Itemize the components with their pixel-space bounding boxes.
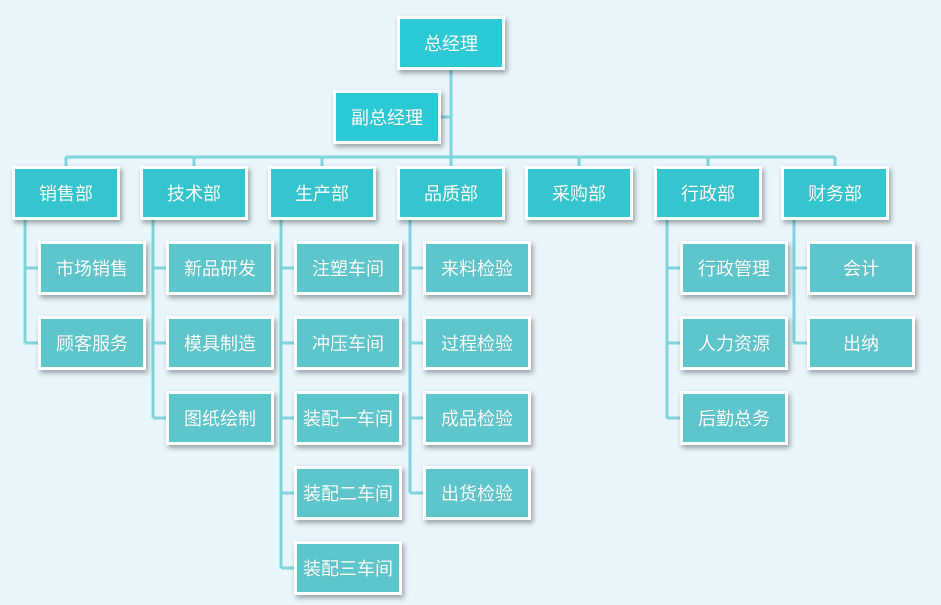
node-general-manager: 总经理 bbox=[397, 16, 505, 70]
node-department: 生产部 bbox=[268, 166, 376, 220]
node-label: 出货检验 bbox=[441, 484, 513, 505]
node-label: 销售部 bbox=[39, 184, 93, 205]
node-sub-unit: 图纸绘制 bbox=[166, 391, 274, 445]
node-department: 品质部 bbox=[397, 166, 505, 220]
node-label: 会计 bbox=[843, 259, 879, 280]
node-label: 新品研发 bbox=[184, 259, 256, 280]
node-sub-unit: 顾客服务 bbox=[38, 316, 146, 370]
node-label: 图纸绘制 bbox=[184, 409, 256, 430]
node-label: 出纳 bbox=[843, 334, 879, 355]
node-sub-unit: 新品研发 bbox=[166, 241, 274, 295]
node-sub-unit: 后勤总务 bbox=[680, 391, 788, 445]
node-department: 行政部 bbox=[654, 166, 762, 220]
node-label: 品质部 bbox=[424, 184, 478, 205]
node-sub-unit: 冲压车间 bbox=[294, 316, 402, 370]
node-sub-unit: 模具制造 bbox=[166, 316, 274, 370]
node-sub-unit: 市场销售 bbox=[38, 241, 146, 295]
node-sub-unit: 装配二车间 bbox=[294, 466, 402, 520]
node-label: 过程检验 bbox=[441, 334, 513, 355]
node-sub-unit: 来料检验 bbox=[423, 241, 531, 295]
node-label: 成品检验 bbox=[441, 409, 513, 430]
node-department: 销售部 bbox=[12, 166, 120, 220]
node-label: 顾客服务 bbox=[56, 334, 128, 355]
node-label: 后勤总务 bbox=[698, 409, 770, 430]
node-sub-unit: 人力资源 bbox=[680, 316, 788, 370]
node-label: 冲压车间 bbox=[312, 334, 384, 355]
node-label: 人力资源 bbox=[698, 334, 770, 355]
node-department: 采购部 bbox=[525, 166, 633, 220]
node-sub-unit: 行政管理 bbox=[680, 241, 788, 295]
node-label: 装配三车间 bbox=[303, 559, 393, 580]
node-department: 财务部 bbox=[781, 166, 889, 220]
node-label: 采购部 bbox=[552, 184, 606, 205]
node-sub-unit: 会计 bbox=[807, 241, 915, 295]
node-label: 装配二车间 bbox=[303, 484, 393, 505]
node-label: 财务部 bbox=[808, 184, 862, 205]
node-department: 技术部 bbox=[140, 166, 248, 220]
node-sub-unit: 成品检验 bbox=[423, 391, 531, 445]
node-sub-unit: 装配一车间 bbox=[294, 391, 402, 445]
node-label: 模具制造 bbox=[184, 334, 256, 355]
node-sub-unit: 出货检验 bbox=[423, 466, 531, 520]
node-label: 生产部 bbox=[295, 184, 349, 205]
node-label: 技术部 bbox=[167, 184, 221, 205]
node-sub-unit: 注塑车间 bbox=[294, 241, 402, 295]
node-sub-unit: 装配三车间 bbox=[294, 541, 402, 595]
node-deputy-manager: 副总经理 bbox=[333, 90, 441, 144]
node-sub-unit: 出纳 bbox=[807, 316, 915, 370]
node-label: 市场销售 bbox=[56, 259, 128, 280]
node-label: 来料检验 bbox=[441, 259, 513, 280]
node-label: 副总经理 bbox=[351, 108, 423, 129]
node-label: 装配一车间 bbox=[303, 409, 393, 430]
node-label: 注塑车间 bbox=[312, 259, 384, 280]
node-sub-unit: 过程检验 bbox=[423, 316, 531, 370]
node-label: 行政部 bbox=[681, 184, 735, 205]
node-label: 总经理 bbox=[424, 34, 478, 55]
node-label: 行政管理 bbox=[698, 259, 770, 280]
